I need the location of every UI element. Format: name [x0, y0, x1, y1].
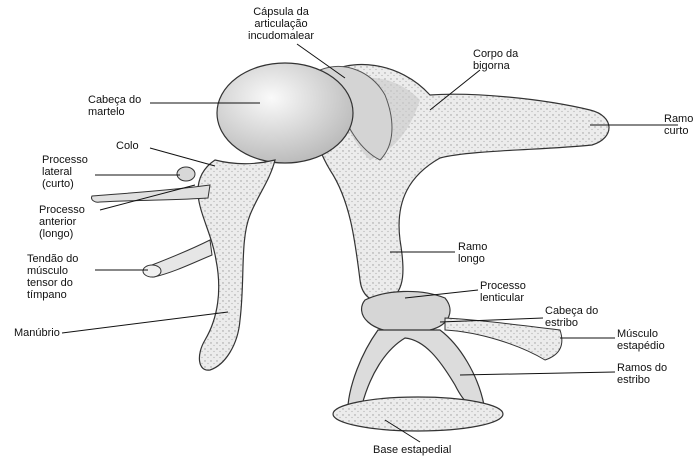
leader-neck	[150, 148, 215, 166]
label-neck: Colo	[116, 140, 139, 152]
label-anterior-process: Processo anterior (longo)	[39, 204, 85, 240]
tendon-end-shape	[143, 265, 161, 277]
leader-manubrium	[62, 312, 228, 333]
anterior-process-shape	[92, 185, 210, 202]
label-incus-body: Corpo da bigorna	[473, 48, 518, 72]
label-long-process: Ramo longo	[458, 241, 487, 265]
label-capsule: Cápsula da articulação incudomalear	[248, 6, 314, 42]
label-stapes-crura: Ramos do estribo	[617, 362, 667, 386]
label-lateral-process: Processo lateral (curto)	[42, 154, 88, 190]
lateral-process-shape	[177, 167, 195, 181]
label-short-process: Ramo curto	[664, 113, 693, 137]
footplate-shape	[333, 397, 503, 431]
label-stapedius: Músculo estapédio	[617, 328, 665, 352]
stapes-crura-shape	[348, 330, 484, 405]
label-tensor-tendon: Tendão do músculo tensor do tímpano	[27, 253, 78, 301]
label-manubrium: Manúbrio	[14, 327, 60, 339]
label-lenticular: Processo lenticular	[480, 280, 526, 304]
leader-stapes-crura	[460, 372, 615, 375]
label-footplate: Base estapedial	[373, 444, 451, 456]
malleus-head-shape	[217, 63, 353, 163]
label-stapes-head: Cabeça do estribo	[545, 305, 598, 329]
label-malleus-head: Cabeça do martelo	[88, 94, 141, 118]
